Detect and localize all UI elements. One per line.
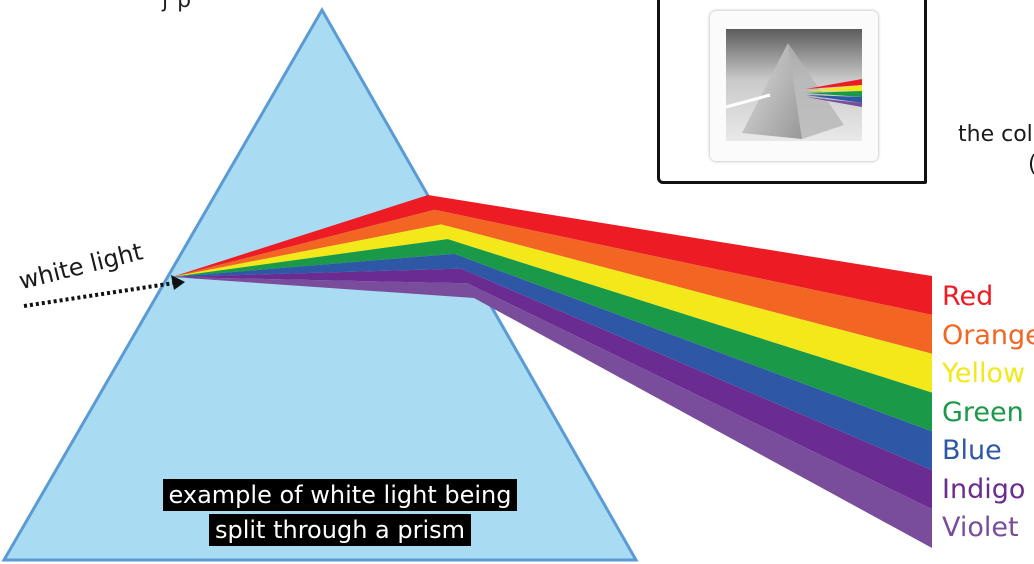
beam-band-blue [172, 253, 932, 471]
beam-band-yellow [172, 224, 932, 393]
beam-band-red [172, 195, 932, 315]
arrow-head-icon [171, 275, 185, 290]
legend-item-indigo: Indigo [942, 473, 1026, 505]
side-text-line-1: the col [958, 122, 1033, 147]
prism-photo-image [726, 29, 862, 141]
legend-item-blue: Blue [942, 435, 1002, 466]
colour-legend: Red Orange Yellow Green Blue Indigo Viol… [942, 278, 1034, 548]
prism-photo [710, 11, 878, 161]
legend-item-violet: Violet [942, 512, 1019, 543]
side-text-line-2: ( [1028, 152, 1034, 177]
caption-line-2: split through a prism [208, 514, 472, 546]
top-text-fragment: j p [162, 0, 193, 13]
legend-item-green: Green [942, 396, 1024, 428]
legend-item-orange: Orange [942, 319, 1034, 351]
white-light-ray [23, 281, 175, 308]
beam-band-orange [172, 209, 932, 354]
legend-item-red: Red [942, 281, 994, 312]
beam-band-indigo [172, 268, 932, 510]
legend-item-yellow: Yellow [942, 358, 1026, 389]
beam-band-green [172, 239, 932, 432]
beam-band-violet [172, 277, 932, 548]
caption: example of white light being split throu… [140, 478, 540, 548]
caption-line-1: example of white light being [162, 479, 518, 511]
light-beam [172, 195, 932, 548]
photo-frame [657, 0, 927, 184]
